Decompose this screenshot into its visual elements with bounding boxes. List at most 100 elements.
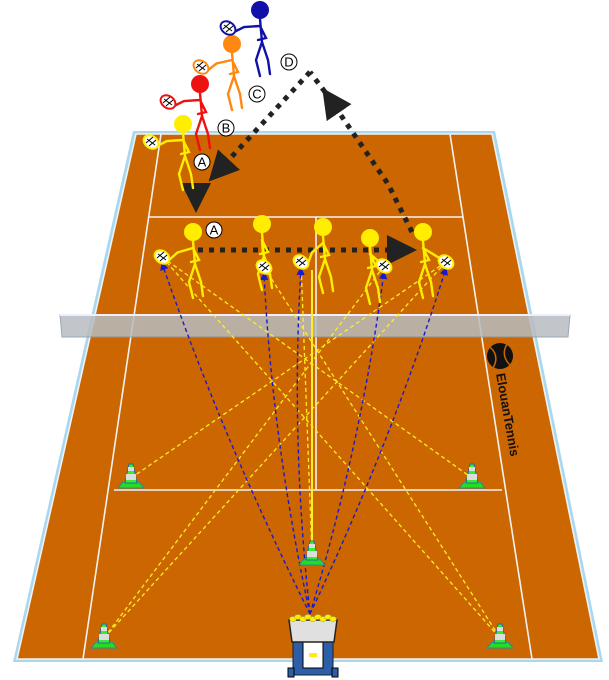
player-body (166, 239, 205, 300)
racket-strings (145, 136, 157, 147)
machine-wheel (331, 667, 339, 678)
court-player (153, 223, 205, 300)
label-circle (248, 85, 266, 103)
racket-strings (162, 96, 174, 107)
tennis-racket-icon (219, 20, 237, 36)
singles-sideline-right (449, 133, 533, 660)
label-text: A (210, 223, 219, 238)
player-body (205, 51, 244, 112)
position-label: A (205, 221, 223, 239)
label-circle (205, 221, 223, 239)
label-circle (193, 153, 211, 171)
ball-machine (287, 614, 339, 678)
ball-path (103, 261, 447, 639)
machine-light (309, 653, 317, 657)
racket-strings (222, 22, 234, 33)
label-circle (280, 53, 298, 71)
racket-strings (440, 256, 452, 267)
court-player (292, 218, 335, 295)
court-player (361, 229, 393, 306)
cone-stripe (469, 467, 475, 471)
tennis-racket-icon (255, 259, 273, 275)
player-body (256, 231, 274, 292)
label-text: B (222, 121, 231, 136)
tennis-racket-icon (142, 134, 160, 150)
court-surface (17, 134, 599, 659)
player-body (305, 234, 335, 295)
ball-path (130, 261, 447, 479)
queue-player (192, 35, 244, 112)
player-body (232, 17, 272, 78)
cone-stripe (128, 467, 134, 471)
cone (116, 463, 146, 489)
racket-strings (295, 256, 307, 267)
movement-paths (181, 70, 417, 265)
machine-wheel (287, 667, 295, 678)
player-head (191, 75, 209, 93)
tennis-racket-icon (153, 249, 171, 265)
cone-stripe (101, 627, 107, 631)
tennis-racket-icon (292, 254, 310, 270)
label-circle (217, 119, 235, 137)
ball-path (263, 266, 501, 639)
cone-stripe (126, 474, 136, 480)
position-label: D (280, 53, 298, 71)
player-body (417, 239, 454, 300)
cone-stripe (309, 544, 315, 548)
player-head (251, 1, 269, 19)
racket-strings (258, 261, 270, 272)
machine-hopper (288, 619, 338, 643)
cone-stripe (495, 634, 505, 640)
cone (485, 623, 515, 649)
position-label: C (248, 85, 266, 103)
label-text: A (198, 155, 207, 170)
cone-stripe (497, 627, 503, 631)
player-body (172, 91, 212, 152)
tennis-ball (329, 616, 337, 622)
racket-strings (156, 251, 168, 262)
cone (89, 623, 119, 649)
feed-paths (160, 261, 448, 615)
feed-path (309, 270, 388, 615)
tennis-racket-icon (192, 59, 210, 75)
cone (457, 463, 487, 489)
player-body (364, 245, 392, 306)
ball-paths (103, 256, 501, 639)
racket-strings (195, 61, 207, 72)
player-head (314, 218, 332, 236)
queue-player (159, 75, 212, 152)
queue-player (142, 115, 195, 192)
net (59, 314, 571, 338)
label-text: D (284, 55, 293, 70)
player-head (184, 223, 202, 241)
player-head (174, 115, 192, 133)
movement-segment (308, 70, 327, 94)
movement-arrow-back (208, 70, 312, 182)
cone-stripe (307, 551, 317, 557)
player-head (361, 229, 379, 247)
tennis-racket-icon (375, 258, 393, 274)
singles-sideline-left (82, 133, 162, 660)
player-head (414, 223, 432, 241)
tennis-racket-icon (159, 94, 177, 110)
court-player (414, 223, 455, 300)
court-outline (15, 133, 600, 660)
ball-path (103, 265, 385, 639)
feed-path (309, 266, 448, 615)
cone (297, 540, 327, 566)
queue-player (219, 1, 272, 78)
ball-path (161, 256, 501, 639)
racket-strings (378, 260, 390, 271)
tennis-racket-icon (437, 254, 455, 270)
ball-path (161, 256, 473, 479)
court-player (253, 215, 274, 292)
cone-stripe (467, 474, 477, 480)
cone-stripe (99, 634, 109, 640)
player-head (253, 215, 271, 233)
position-label: A (193, 153, 211, 171)
feed-path (296, 266, 311, 615)
label-text: C (252, 87, 261, 102)
feed-path (160, 261, 311, 615)
